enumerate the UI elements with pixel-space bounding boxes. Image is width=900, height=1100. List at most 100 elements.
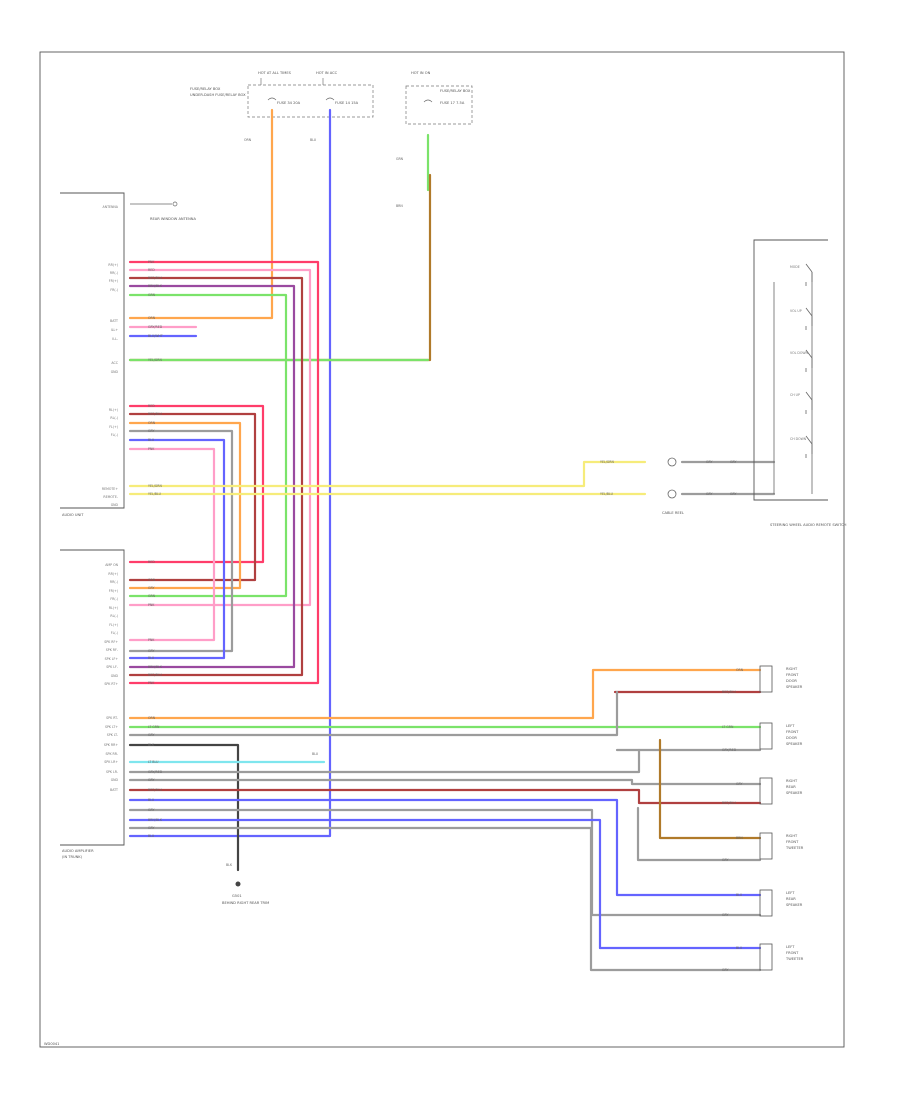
amp-pin-label: FR(-) bbox=[110, 597, 118, 601]
wire-color-label: BLU bbox=[312, 752, 319, 756]
wire-spk-rr-plus bbox=[128, 798, 762, 897]
fuse-c-symbol bbox=[423, 99, 433, 103]
speaker-label: FRONT bbox=[786, 673, 799, 677]
speaker-label: SPEAKER bbox=[786, 791, 803, 795]
wire-color-label: RED/BLU bbox=[722, 801, 737, 805]
wire-mid-2 bbox=[128, 412, 257, 582]
remote-switch-label: VOL DOWN bbox=[790, 351, 809, 355]
radio-pin-label: FL(-) bbox=[111, 433, 118, 437]
wire-layer: PNK RED RED/BLU BRN/BLK GRN ORN GRY/RED BLU/WHT… bbox=[128, 108, 776, 972]
speaker-label: SPEAKER bbox=[786, 903, 803, 907]
fuse-a-name: FUSE 34 20A bbox=[277, 101, 301, 105]
radio-pin-label: FL(+) bbox=[109, 425, 118, 429]
wire-color-label: BRN/BLK bbox=[148, 818, 163, 822]
wire-color-label: ORN bbox=[244, 138, 252, 142]
fuse-b-symbol bbox=[325, 97, 335, 101]
wire-color-label: GRN bbox=[396, 157, 404, 161]
radio-pin-label: FR(-) bbox=[110, 288, 118, 292]
wire-color-label: GRY bbox=[148, 429, 154, 433]
speaker-label: RIGHT bbox=[786, 667, 798, 671]
speaker-icon bbox=[759, 832, 773, 860]
amp-pin-label: RR(-) bbox=[110, 580, 118, 584]
wire-color-label: BLU bbox=[148, 834, 155, 838]
wire-loop-2 bbox=[128, 268, 312, 607]
wire-color-label: BLU bbox=[736, 893, 743, 897]
wire-color-label: BLU/WHT bbox=[148, 334, 163, 338]
radio-pin-label: RL(+) bbox=[109, 408, 118, 412]
wire-color-label: GRN bbox=[148, 293, 156, 297]
radio-pin-label: FR(+) bbox=[109, 279, 118, 283]
audio-amplifier: AUDIO AMPLIFIER (IN TRUNK) AMP ONRR(+)RR… bbox=[60, 549, 125, 859]
amp-pin-label: FR(+) bbox=[109, 589, 118, 593]
speaker-icon bbox=[759, 777, 773, 805]
speaker-label: RIGHT bbox=[786, 779, 798, 783]
wire-mid-3 bbox=[128, 421, 242, 590]
speaker-group: RIGHTFRONTDOORSPEAKERLEFTFRONTDOORSPEAKE… bbox=[759, 665, 804, 971]
wire-mid-6 bbox=[128, 447, 216, 642]
switch-contact-icon bbox=[805, 307, 813, 330]
wire-spk-rf-plus bbox=[128, 668, 762, 720]
wire-color-label: BLU bbox=[148, 798, 155, 802]
fuse-c-box: FUSE/RELAY BOX bbox=[440, 89, 471, 93]
amp-label: AUDIO AMPLIFIER bbox=[62, 849, 94, 853]
steering-label: STEERING WHEEL AUDIO REMOTE SWITCH bbox=[770, 523, 847, 527]
wire-color-label: YEL/GRN bbox=[148, 358, 162, 362]
amp-pin-label: SPK RF- bbox=[106, 648, 118, 652]
audio-unit: AUDIO UNIT ANTENNARR(+)RR(-)FR(+)FR(-)BA… bbox=[60, 192, 196, 517]
radio-pin-label: REMOTE- bbox=[103, 495, 118, 499]
wire-mid-4 bbox=[128, 429, 234, 653]
wire-color-label: GRY bbox=[736, 782, 742, 786]
wire-color-label: GRY bbox=[148, 808, 154, 812]
cable-reel-label: CABLE REEL bbox=[662, 511, 684, 515]
wire-loop-3 bbox=[128, 276, 304, 677]
amp-pin-label: RR(+) bbox=[108, 572, 118, 576]
amp-pin-list: AMP ONRR(+)RR(-)FR(+)FR(-)RL(+)RL(-)FL(+… bbox=[104, 563, 119, 792]
amp-pin-label: SPK LF+ bbox=[105, 657, 119, 661]
switch-bus-line bbox=[773, 272, 813, 494]
wire-gnd-1 bbox=[128, 743, 240, 872]
speaker-label: FRONT bbox=[786, 840, 799, 844]
cable-reel-icon bbox=[667, 457, 677, 467]
wire-color-label: GRY bbox=[148, 649, 154, 653]
wire-color-label: RED/BLU bbox=[148, 673, 163, 677]
speaker-label: SPEAKER bbox=[786, 742, 803, 746]
wire-mid-1 bbox=[128, 404, 265, 564]
wire-color-label: RED bbox=[148, 268, 155, 272]
radio-pin-label: RR(+) bbox=[108, 263, 118, 267]
wire-color-label: ORN bbox=[736, 668, 744, 672]
wire-color-label: GRY bbox=[706, 492, 712, 496]
fuse-a-box-label: FUSE/RELAY BOX bbox=[190, 87, 221, 91]
wire-color-label: PNK bbox=[148, 603, 155, 607]
wire-spk-lr-minus bbox=[128, 826, 762, 972]
radio-pin-label: GND bbox=[111, 370, 119, 374]
wire-color-label: GRY bbox=[148, 826, 154, 830]
radio-pin-label: GND bbox=[111, 503, 119, 507]
amp-pin-label: GND bbox=[111, 674, 119, 678]
antenna-jack-icon bbox=[172, 201, 178, 207]
wire-color-label: GRY bbox=[148, 778, 154, 782]
wire-color-label: GRN bbox=[148, 594, 156, 598]
speaker-label: LEFT bbox=[786, 945, 795, 949]
wire-color-label: BRN/BLK bbox=[148, 665, 163, 669]
amp-pin-label: GND bbox=[111, 778, 119, 782]
amp-note: (IN TRUNK) bbox=[62, 855, 83, 859]
switch-contact-icon bbox=[805, 391, 813, 414]
fuse-box-c: HOT IN ON FUSE/RELAY BOX FUSE 17 7.5A bbox=[405, 71, 473, 125]
wire-color-label: RED/BLU bbox=[722, 690, 737, 694]
wire-color-label: GRY bbox=[722, 913, 728, 917]
wire-color-label: LT GRN bbox=[722, 725, 734, 729]
wire-color-label: GRY/RED bbox=[722, 748, 737, 752]
fuse-box-a: HOT AT ALL TIMES HOT IN ACC FUSE/RELAY B… bbox=[190, 71, 374, 118]
remote-switch-label: CH DOWN bbox=[790, 437, 807, 441]
diagram-frame bbox=[39, 51, 845, 1048]
junction-label: UNDER-DASH FUSE/RELAY BOX bbox=[190, 93, 246, 97]
remote-switch-label: MODE bbox=[790, 265, 800, 269]
amp-pin-label: SPK LT+ bbox=[105, 725, 118, 729]
radio-pin-label: ILL- bbox=[112, 337, 118, 341]
radio-pin-label: ACC bbox=[111, 361, 118, 365]
wire-spk-rt-2 bbox=[128, 778, 762, 786]
wire-color-label: YEL/GRN bbox=[600, 460, 614, 464]
amp-pin-label: SPK LR- bbox=[106, 770, 118, 774]
